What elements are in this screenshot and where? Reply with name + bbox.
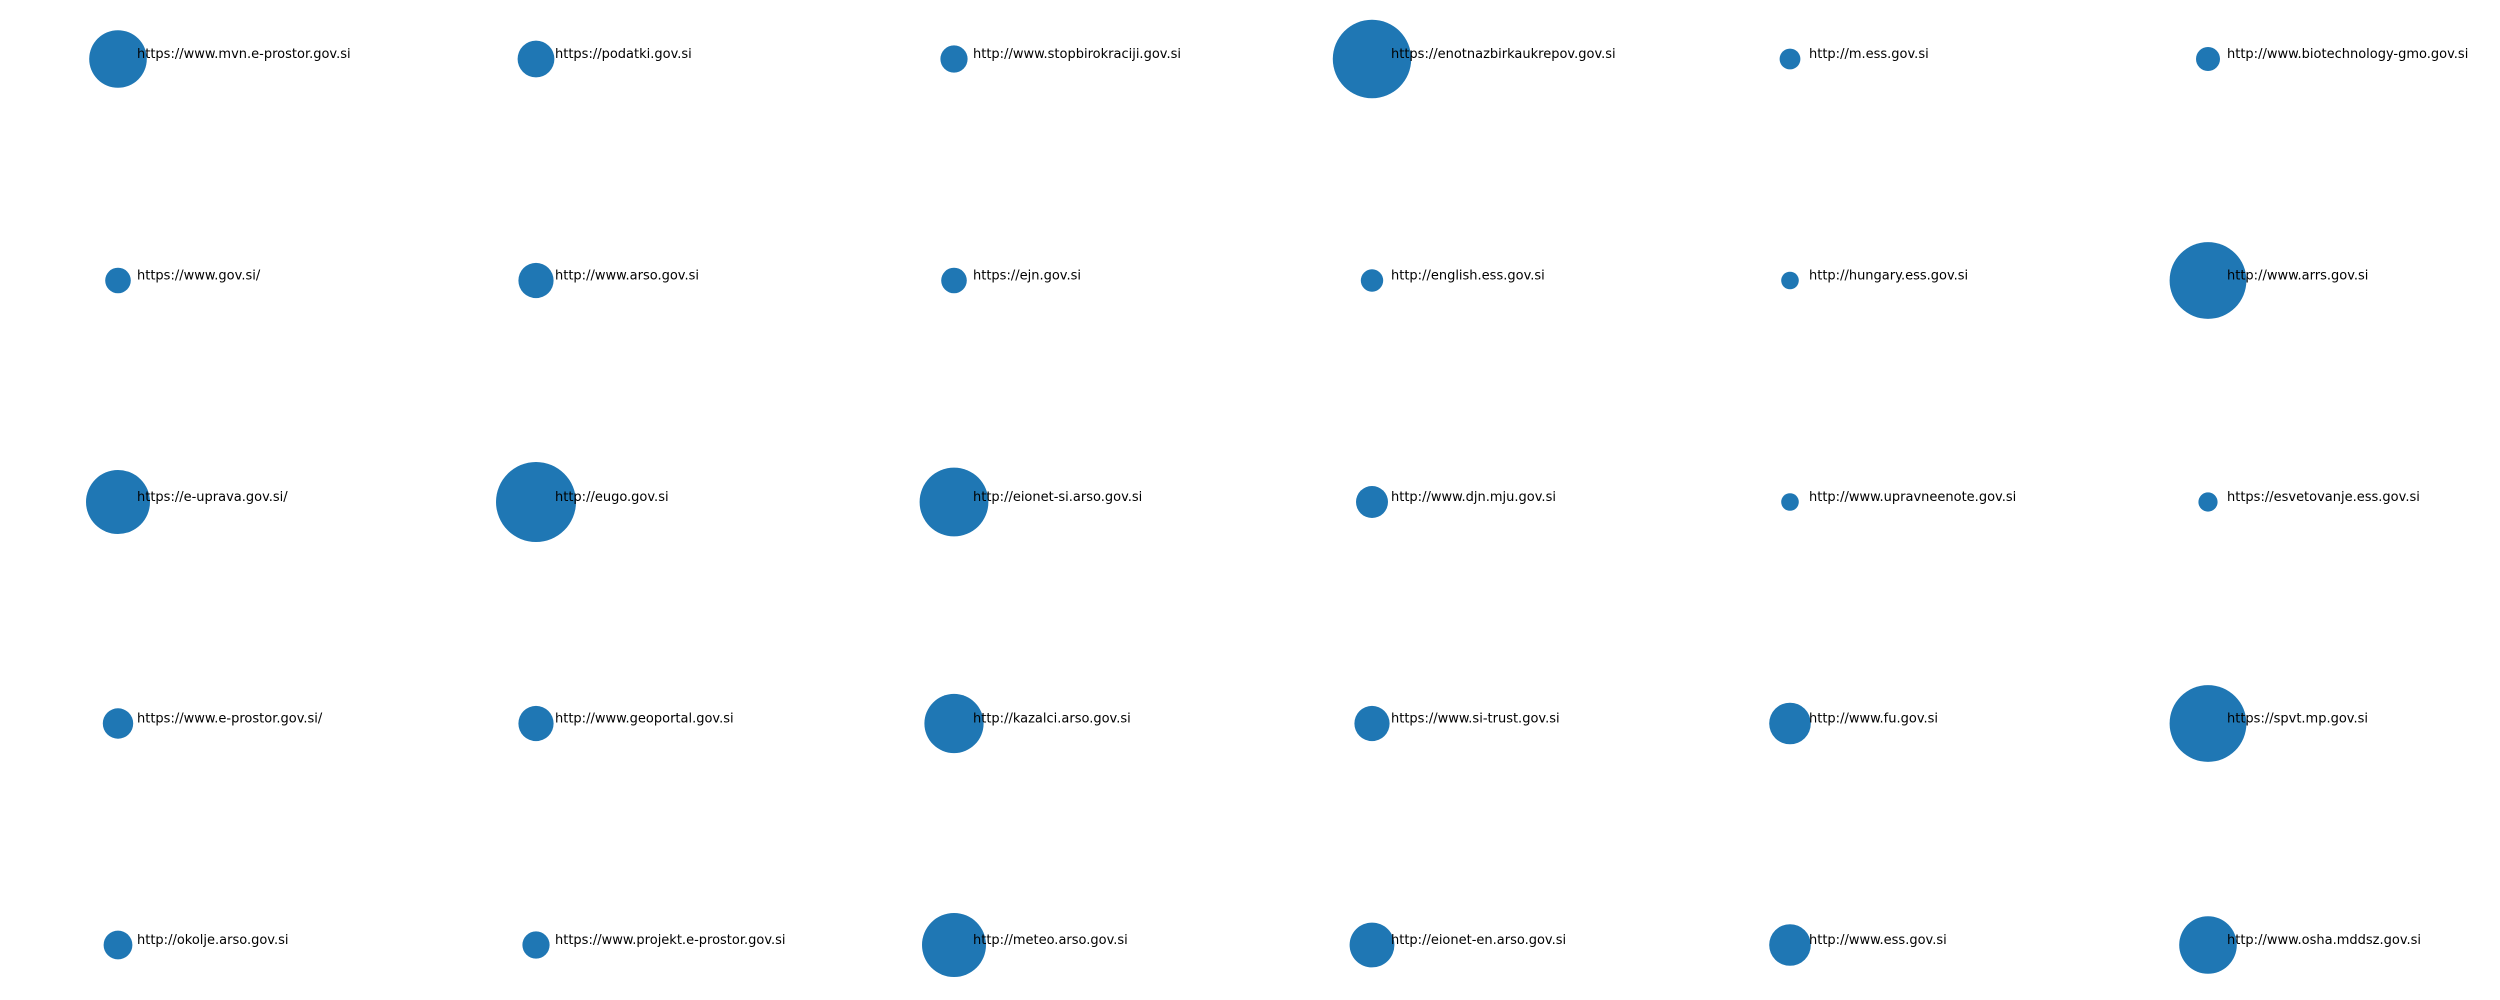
data-point (2196, 47, 2220, 71)
point-label: http://www.stopbirokraciji.gov.si (973, 47, 1181, 62)
data-point (1349, 922, 1395, 968)
data-point (89, 30, 147, 88)
data-point (940, 45, 968, 73)
point-label: https://ejn.gov.si (973, 269, 1081, 284)
data-point (522, 931, 550, 959)
data-point (919, 467, 989, 537)
point-label: http://www.fu.gov.si (1809, 712, 1938, 727)
point-label: http://eionet-en.arso.gov.si (1391, 933, 1566, 948)
point-label: http://eionet-si.arso.gov.si (973, 490, 1142, 505)
point-label: https://e-uprava.gov.si/ (137, 490, 288, 505)
point-label: http://www.geoportal.gov.si (555, 712, 734, 727)
data-point (86, 470, 150, 534)
data-point (102, 708, 134, 739)
point-label: http://www.arrs.gov.si (2227, 269, 2368, 284)
point-label: https://www.e-prostor.gov.si/ (137, 712, 323, 727)
point-label: http://meteo.arso.gov.si (973, 933, 1128, 948)
data-point (105, 267, 131, 294)
point-label: http://www.djn.mju.gov.si (1391, 490, 1556, 505)
data-point (924, 693, 984, 754)
point-label: http://www.osha.mddsz.gov.si (2227, 933, 2421, 948)
data-point (518, 262, 554, 299)
point-label: http://english.ess.gov.si (1391, 269, 1545, 284)
data-point (2169, 685, 2247, 762)
data-point (1356, 486, 1388, 518)
data-point (941, 267, 967, 294)
data-point (496, 462, 576, 542)
data-point (1781, 271, 1799, 290)
point-label: http://www.ess.gov.si (1809, 933, 1947, 948)
data-point (518, 705, 554, 742)
point-label: https://www.si-trust.gov.si (1391, 712, 1560, 727)
data-point (1781, 493, 1799, 511)
point-label: http://www.biotechnology-gmo.gov.si (2227, 47, 2468, 62)
data-point (1769, 924, 1811, 966)
point-label: https://enotnazbirkaukrepov.gov.si (1391, 47, 1616, 62)
data-point (1769, 702, 1811, 745)
point-label: http://www.upravneenote.gov.si (1809, 490, 2016, 505)
data-point (2179, 916, 2237, 974)
point-label: http://kazalci.arso.gov.si (973, 712, 1131, 727)
data-point (922, 913, 986, 977)
point-label: http://m.ess.gov.si (1809, 47, 1929, 62)
point-label: http://eugo.gov.si (555, 490, 669, 505)
data-point (1354, 705, 1390, 742)
point-label: https://www.gov.si/ (137, 269, 261, 284)
point-label: https://esvetovanje.ess.gov.si (2227, 490, 2420, 505)
point-label: http://okolje.arso.gov.si (137, 933, 289, 948)
point-label: http://www.arso.gov.si (555, 269, 699, 284)
data-point (103, 930, 133, 960)
point-label: http://hungary.ess.gov.si (1809, 269, 1968, 284)
data-point (1779, 48, 1801, 70)
point-label: https://spvt.mp.gov.si (2227, 712, 2368, 727)
data-point (517, 40, 555, 78)
data-point (2198, 492, 2218, 512)
data-point (1332, 19, 1412, 99)
data-point (2169, 242, 2247, 319)
data-point (1360, 269, 1384, 292)
point-label: https://podatki.gov.si (555, 47, 692, 62)
point-label: https://www.projekt.e-prostor.gov.si (555, 933, 786, 948)
point-label: https://www.mvn.e-prostor.gov.si (137, 47, 351, 62)
